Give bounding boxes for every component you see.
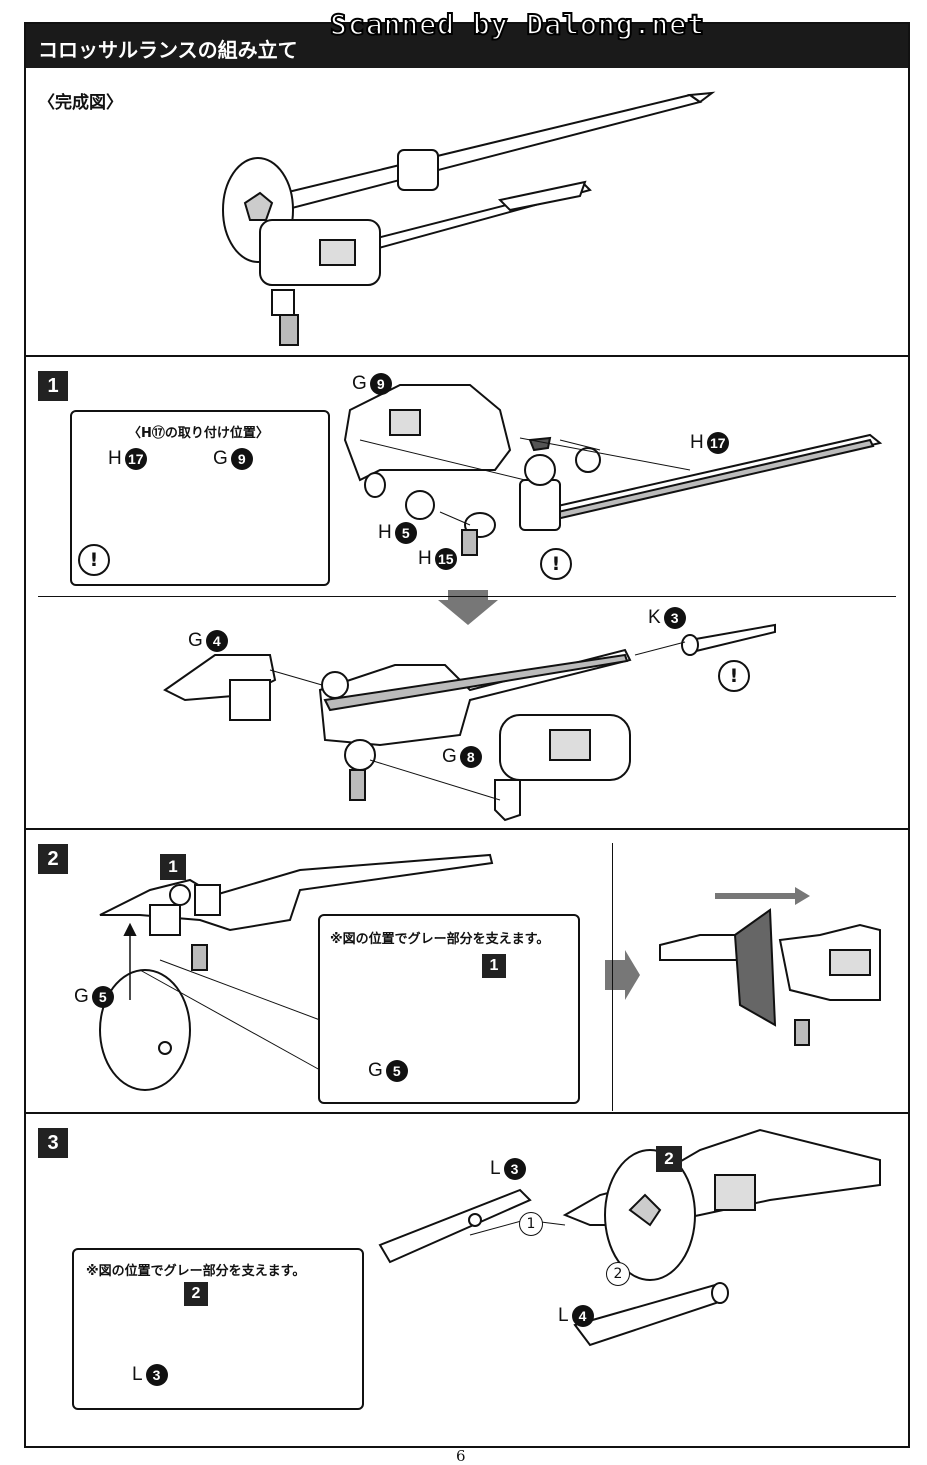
- step2-right-arrow: [605, 950, 640, 1000]
- divider-step1-mid: [38, 596, 896, 597]
- step-ref-badge: 2: [656, 1146, 682, 1172]
- step-ref-badge: 2: [184, 1282, 208, 1306]
- warning-icon: !: [540, 548, 572, 580]
- page-title: コロッサルランスの組み立て: [38, 38, 298, 62]
- step-ref-badge: 1: [160, 854, 186, 880]
- step-ref-badge: 1: [482, 954, 506, 978]
- warning-icon: !: [78, 544, 110, 576]
- step1-drawing: [343, 384, 883, 556]
- divider-complete: [26, 355, 908, 357]
- step3-number: 3: [38, 1128, 68, 1158]
- page-frame: [24, 22, 910, 1448]
- step3-inset-caption: ※図の位置でグレー部分を支えます。: [86, 1264, 306, 1279]
- step2-number: 2: [38, 844, 68, 874]
- divider-step2: [26, 828, 908, 830]
- step3-inset: [72, 1248, 364, 1410]
- step2-drawing: [99, 853, 494, 1091]
- step2-result-drawing: [659, 908, 881, 1046]
- slide-arrow: [715, 887, 810, 905]
- step1-inset-caption: 〈H⑰の取り付け位置〉: [128, 426, 269, 441]
- warning-icon: !: [718, 660, 750, 692]
- order-marker-2: 2: [606, 1262, 630, 1286]
- down-arrow: [438, 590, 498, 625]
- step2-vertical-divider: [612, 843, 613, 1111]
- order-marker-1: 1: [519, 1212, 543, 1236]
- scan-watermark: Scanned by Dalong.net: [329, 7, 706, 42]
- header-bar: [26, 24, 908, 68]
- divider-step3: [26, 1112, 908, 1114]
- step1-number: 1: [38, 371, 68, 401]
- step2-inset-caption: ※図の位置でグレー部分を支えます。: [330, 932, 550, 947]
- step1-inset: [70, 410, 330, 586]
- step2-inset: [318, 914, 580, 1104]
- step1-assembly-drawing: [163, 623, 776, 822]
- complete-lance-drawing: [222, 91, 716, 346]
- complete-diagram-label: 〈完成図〉: [38, 93, 123, 113]
- page-number: 6: [456, 1447, 466, 1465]
- step3-drawing: [378, 1128, 881, 1347]
